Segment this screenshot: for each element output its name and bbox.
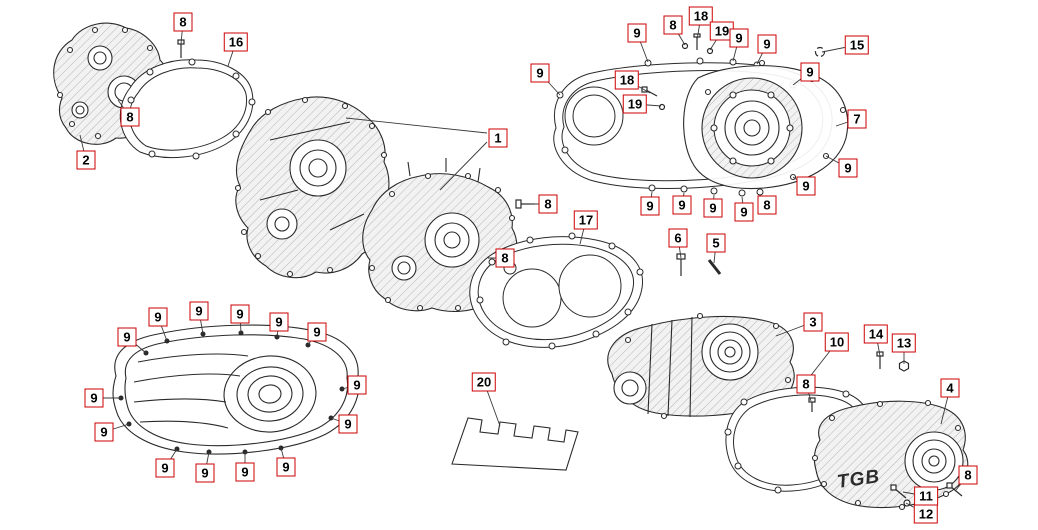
leader-line — [800, 341, 838, 389]
cvt-cover-inner — [112, 324, 360, 455]
leader-line — [103, 423, 130, 433]
leader-line — [732, 37, 740, 62]
part-4-outer-cover: TGB — [811, 399, 969, 511]
leader-line — [821, 44, 858, 53]
circlip-icon — [814, 46, 826, 58]
leader-line — [741, 196, 745, 213]
leader-line — [649, 191, 653, 207]
leader-line — [681, 192, 685, 206]
nut-icon — [898, 360, 910, 372]
leader-line — [672, 24, 686, 46]
leader-line — [759, 195, 768, 206]
pin-icon — [707, 259, 722, 275]
leader-line — [164, 448, 178, 469]
leader-line — [712, 194, 715, 209]
part-7-clutch-cover — [683, 59, 849, 190]
leader-line — [636, 32, 649, 63]
part-16-gasket — [119, 58, 256, 160]
leader-line — [227, 41, 237, 67]
bolt-icon — [946, 482, 963, 497]
leader-line — [483, 381, 501, 427]
leader-line — [204, 451, 210, 474]
leader-line — [709, 30, 723, 51]
part-20-strip — [451, 417, 579, 471]
leader-line — [539, 72, 561, 96]
part-1-crankcase-left-half — [234, 96, 390, 279]
leader-line — [713, 242, 717, 264]
bolt-icon — [693, 33, 701, 50]
leader-line — [905, 502, 927, 515]
fitting-icon — [681, 42, 714, 55]
leader-line — [439, 141, 488, 191]
leader-line — [345, 117, 488, 134]
bolt-icon — [808, 397, 816, 412]
part-3-inner-cover — [607, 312, 795, 420]
leader-line — [280, 447, 287, 468]
